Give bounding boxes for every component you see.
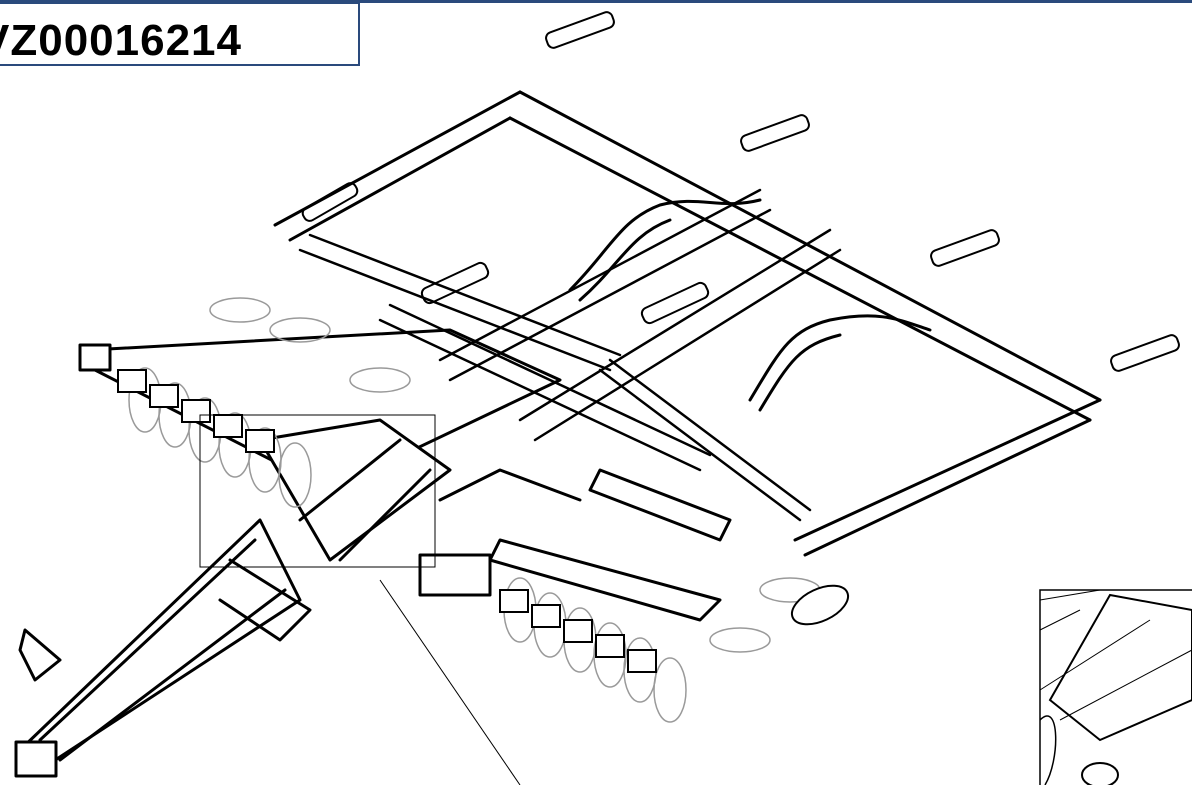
hydraulic-cylinders: [301, 11, 1180, 372]
rear-gang-bar: [488, 468, 732, 622]
detail-frame: [199, 414, 436, 568]
gauge-wheel: [790, 584, 850, 626]
lift-arms: [568, 198, 932, 412]
gang-clamps: [117, 369, 657, 673]
title-rule: [0, 0, 1192, 3]
front-disc-gang: [128, 297, 411, 508]
part-number-box: VZ00016214: [0, 2, 360, 66]
disc-gangs: [128, 297, 821, 723]
main-beams: [298, 188, 842, 522]
detail-view-icon: [1039, 589, 1192, 785]
detail-callout: [199, 414, 521, 785]
leader-line: [379, 579, 521, 785]
part-number: VZ00016214: [0, 16, 242, 65]
hitch-drawbar: [14, 518, 312, 778]
